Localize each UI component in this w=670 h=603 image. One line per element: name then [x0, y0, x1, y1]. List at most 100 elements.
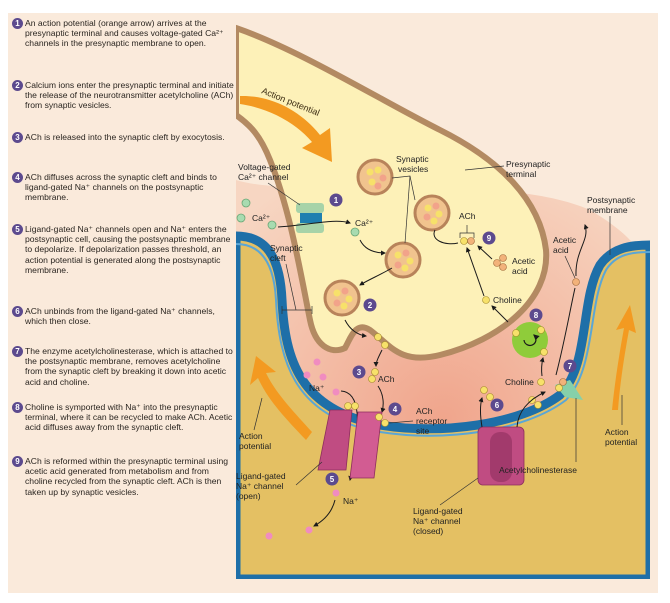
cleft-width-marker — [281, 263, 313, 314]
acetic-to-ach-arrow — [477, 245, 493, 260]
ach-molecule — [371, 368, 379, 376]
ligand-closed-label-1: Ligand-gated — [413, 506, 463, 516]
svg-text:9: 9 — [487, 234, 492, 243]
acetic-acid-molecule — [559, 378, 567, 386]
ca-to-vesicle-arrow — [359, 239, 386, 256]
ligand-open-label-1: Ligand-gated — [236, 471, 286, 481]
action-potential-right-label-2: potential — [605, 437, 637, 447]
diagram-badge-2: 2 — [363, 298, 377, 312]
action-potential-left-label-1: Action — [239, 431, 263, 441]
step-text: ACh diffuses across the synaptic cleft a… — [25, 172, 217, 203]
synaptic-vesicle — [323, 279, 361, 317]
step-badge: 5 — [12, 224, 23, 235]
step-text: Choline is symported with Na⁺ into the p… — [25, 402, 233, 433]
acetic-acid-inside-label-2: acid — [512, 266, 528, 276]
synaptic-vesicles-label-1: Synaptic — [396, 154, 429, 164]
vesicle-move-arrow — [359, 267, 393, 286]
step-text: The enzyme acetylcholinesterase, which i… — [25, 346, 233, 387]
leader-line — [295, 461, 323, 486]
choline-cleft-label: Choline — [505, 377, 534, 387]
ligand-closed-label-3: (closed) — [413, 526, 443, 536]
ca-ion — [267, 220, 277, 230]
transporter-to-choline-arrow — [491, 305, 509, 323]
ach-molecule — [381, 341, 389, 349]
step-badge: 6 — [12, 306, 23, 317]
presynaptic-terminal-label-2: terminal — [506, 169, 536, 179]
ca-ion — [241, 198, 251, 208]
svg-text:3: 3 — [357, 368, 362, 377]
ach-molecule — [534, 401, 542, 409]
ach-molecule — [486, 393, 494, 401]
ligand-gated-channel-closed — [477, 426, 525, 486]
svg-text:5: 5 — [330, 475, 335, 484]
acetylcholinesterase-label: Acetylcholinesterase — [499, 465, 577, 475]
acetic-acid-cleft-label-1: Acetic — [553, 235, 577, 245]
ligand-closed-label-2: Na⁺ channel — [413, 516, 461, 526]
ca-outside-label: Ca²⁺ — [252, 213, 271, 223]
diagram-badge-9: 9 — [482, 231, 496, 245]
diagram-badge-4: 4 — [388, 402, 402, 416]
step-text: An action potential (orange arrow) arriv… — [25, 18, 224, 49]
ach-cleft-label: ACh — [378, 374, 395, 384]
na-diffuse-arrow — [313, 499, 336, 527]
synaptic-vesicle — [384, 241, 422, 279]
ach-inside-label: ACh — [459, 211, 476, 221]
step-text: ACh is reformed within the presynaptic t… — [25, 456, 228, 497]
postsynaptic-membrane-inner — [236, 243, 650, 437]
ach-to-vesicle-line — [433, 229, 459, 245]
choline-to-ach-arrow — [465, 247, 485, 297]
step-text: Ligand-gated Na⁺ channels open and Na⁺ e… — [25, 224, 231, 275]
step-badge: 7 — [12, 346, 23, 357]
diagram-badge-3: 3 — [352, 365, 366, 379]
svg-text:1: 1 — [334, 196, 339, 205]
ach-receptor-label-3: site — [416, 426, 430, 436]
acetic-acid-molecule — [499, 254, 507, 262]
action-potential-left-label-2: potential — [239, 441, 271, 451]
diagram-badge-7: 7 — [563, 359, 577, 373]
action-potential-right-arrow — [612, 305, 636, 410]
ach-receptor-label-1: ACh — [416, 406, 433, 416]
ach-molecule — [374, 333, 382, 341]
postsynaptic-cell — [236, 231, 650, 579]
diagram-badge-1: 1 — [329, 193, 343, 207]
choline-uptake-arrow — [539, 357, 545, 377]
svg-text:2: 2 — [368, 301, 373, 310]
acetic-acid-molecule — [493, 259, 501, 267]
voltage-gated-label-1: Voltage-gated — [238, 162, 291, 172]
synaptic-cleft-label-1: Synaptic — [270, 243, 303, 253]
step-badge: 2 — [12, 80, 23, 91]
postsynaptic-membrane-label-1: Postsynaptic — [587, 195, 636, 205]
step-badge: 3 — [12, 132, 23, 143]
presynaptic-terminal — [236, 24, 550, 361]
acetic-acid-molecule — [499, 263, 507, 271]
step-badge: 4 — [12, 172, 23, 183]
svg-text:8: 8 — [534, 311, 539, 320]
bracket — [459, 225, 475, 238]
leader-line — [404, 175, 411, 244]
na-cleft-label: Na⁺ — [309, 383, 325, 393]
na-ion — [265, 532, 273, 540]
leader-line — [267, 182, 301, 206]
leader-line — [439, 477, 479, 506]
step-badge: 8 — [12, 402, 23, 413]
acetic-acid-diffuse-arrow — [575, 224, 589, 277]
acetic-acid-inside-label-1: Acetic — [512, 256, 536, 266]
na-ion — [332, 388, 340, 396]
action-potential-left-arrow — [250, 356, 312, 440]
ach-molecule — [368, 375, 376, 383]
action-potential-arrow — [240, 95, 332, 162]
synaptic-vesicle — [356, 158, 394, 196]
synaptic-vesicles-label-2: vesicles — [398, 164, 428, 174]
choline-molecule — [555, 384, 563, 392]
choline-molecule — [482, 296, 490, 304]
presynaptic-terminal-label-1: Presynaptic — [506, 159, 551, 169]
ach-diffuse-arrow — [377, 385, 386, 413]
voltage-gated-ca-channel — [296, 203, 324, 233]
action-potential-right-label-1: Action — [605, 427, 629, 437]
acetic-acid-molecule — [467, 237, 475, 245]
step-badge: 9 — [12, 456, 23, 467]
ligand-gated-channel-open — [317, 402, 389, 479]
ach-receptor-label-2: receptor — [416, 416, 447, 426]
na-inside-label: Na⁺ — [343, 496, 359, 506]
vesicle-fuse-arrow — [344, 319, 367, 338]
